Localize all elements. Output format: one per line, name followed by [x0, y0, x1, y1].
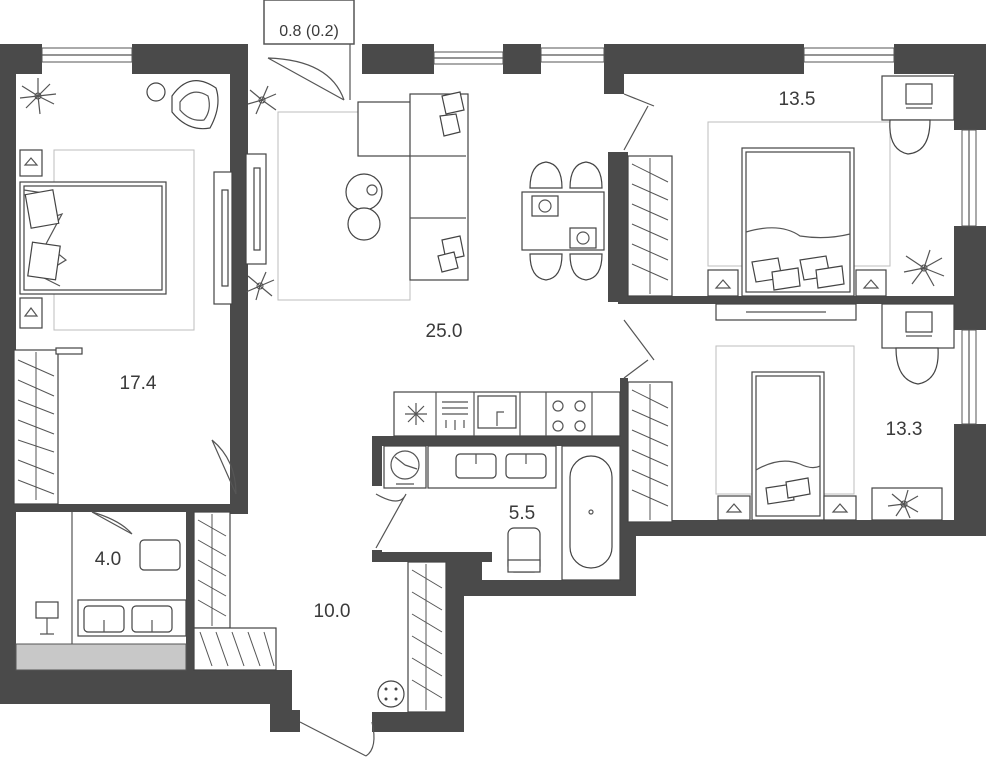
window-icon [961, 329, 977, 425]
bathtub-icon [561, 445, 621, 581]
armchair-icon [146, 80, 219, 130]
bathroom: 5.5 [375, 445, 621, 581]
wardrobe-icon [407, 561, 447, 713]
plant-icon [245, 271, 275, 301]
sink-icon [477, 395, 517, 429]
hallway-area-label: 10.0 [314, 601, 351, 622]
door-icon[interactable] [211, 439, 237, 495]
coffee-table [345, 173, 383, 241]
nightstand [707, 269, 887, 297]
window-icon [433, 51, 504, 65]
window-icon [41, 47, 133, 63]
window-icon [961, 129, 977, 227]
hallway: 10.0 [193, 511, 447, 757]
chair-icon [889, 119, 931, 155]
plant-box [871, 487, 943, 521]
door-icon[interactable] [375, 493, 407, 549]
wardrobe-icon [627, 381, 673, 523]
door-icon[interactable] [91, 511, 133, 535]
tv-stand [213, 171, 233, 305]
balcony: 0.8 (0.2) [263, 0, 355, 101]
balcony-area-label: 0.8 (0.2) [279, 23, 339, 40]
sink-icon [77, 599, 187, 637]
faucet [35, 601, 59, 635]
door-icon[interactable] [267, 57, 345, 101]
kitchen-counter [393, 391, 621, 437]
toilet-icon [139, 539, 181, 571]
bedroom-top-right: 13.5 [627, 75, 955, 297]
living-room-area-label: 25.0 [426, 321, 463, 342]
wc-area-label: 4.0 [95, 549, 121, 570]
shoe-rack [193, 627, 277, 671]
window-icon [540, 47, 605, 63]
nightstand [19, 149, 43, 329]
plant-icon [247, 85, 277, 115]
walls [0, 44, 986, 732]
fridge-icon [405, 403, 427, 425]
shelf [715, 303, 857, 321]
toilet-icon [507, 527, 541, 573]
bedroom-bottom-right-area-label: 13.3 [886, 419, 923, 440]
sofa-icon [357, 91, 469, 281]
bedroom-left-area-label: 17.4 [120, 373, 157, 394]
door-icon[interactable] [623, 93, 655, 151]
dining-set-icon [521, 161, 605, 281]
bathroom-area-label: 5.5 [509, 503, 535, 524]
bed-icon [741, 147, 855, 297]
bed-icon [751, 371, 825, 521]
plant-icon [903, 249, 945, 287]
living-room: 25.0 [245, 85, 655, 437]
tv-stand [245, 153, 267, 265]
laptop-icon [905, 83, 933, 109]
sink-icon [427, 445, 557, 489]
bedroom-left: 17.4 [13, 78, 237, 505]
nightstand [717, 495, 857, 521]
wc: 4.0 [15, 511, 187, 671]
chair-icon [895, 347, 939, 385]
window-icon [803, 47, 895, 63]
oven-icon [442, 401, 468, 430]
desk-icon [881, 75, 955, 121]
bed-icon [19, 181, 167, 295]
electrical-panel [377, 680, 405, 708]
washing-machine-icon [383, 445, 427, 489]
desk-icon [881, 303, 955, 349]
wardrobe-icon [627, 155, 673, 297]
door-icon[interactable] [299, 721, 375, 757]
wardrobe-icon [193, 511, 231, 629]
wardrobe-icon [13, 347, 83, 505]
laptop-icon [905, 311, 933, 337]
windows [41, 47, 977, 425]
plant-icon [19, 78, 57, 115]
bedroom-bottom-right: 13.3 [627, 303, 955, 523]
door-icon[interactable] [623, 319, 655, 379]
stove-icon [552, 400, 586, 432]
bedroom-top-right-area-label: 13.5 [779, 89, 816, 110]
